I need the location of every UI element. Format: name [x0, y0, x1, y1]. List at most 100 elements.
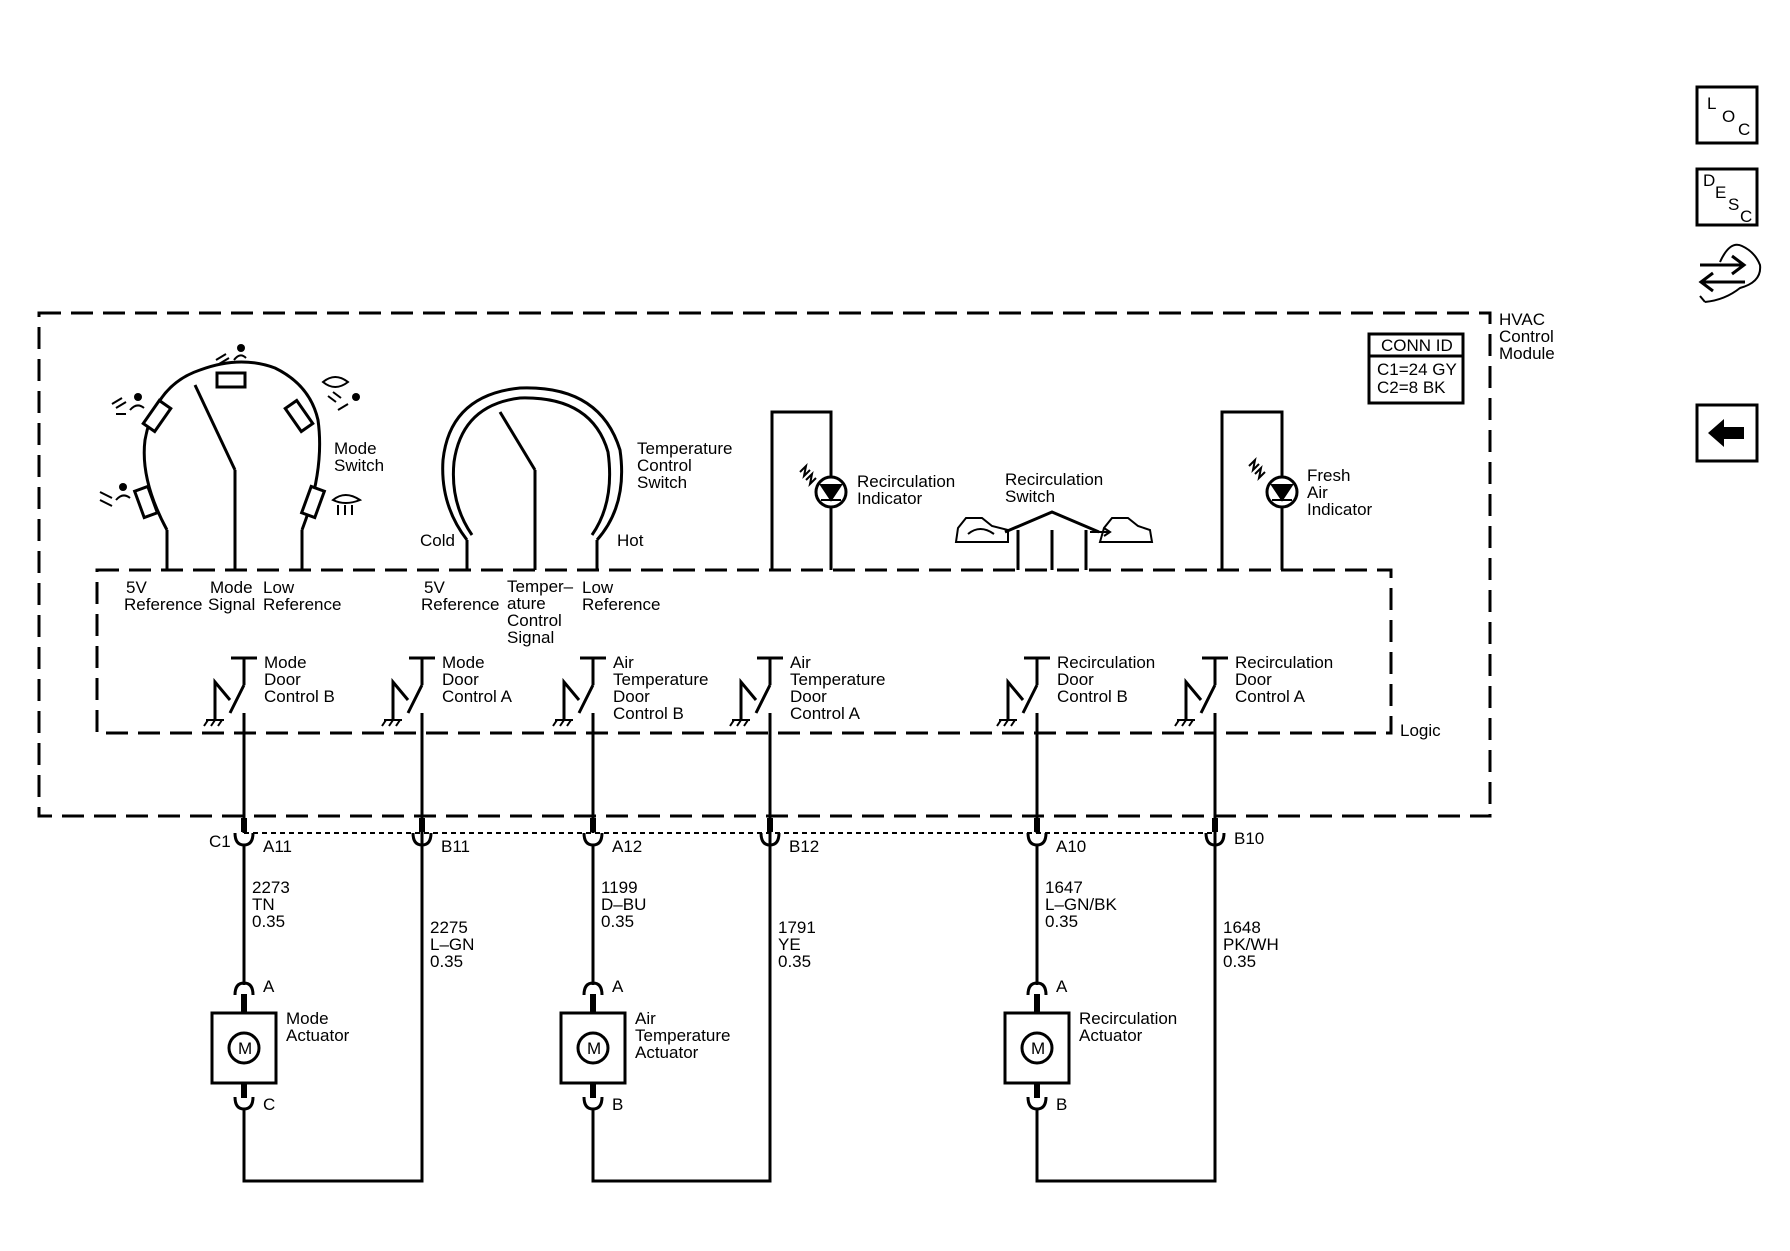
fresh-indicator-label: Indicator — [1307, 500, 1373, 519]
pin-label: B10 — [1234, 829, 1264, 848]
desc-letter: C — [1740, 207, 1752, 226]
driver-label: Door — [1057, 670, 1094, 689]
wire-color: D–BU — [601, 895, 646, 914]
pin-label: A10 — [1056, 837, 1086, 856]
actuator-label: Actuator — [635, 1043, 699, 1062]
cold-label: Cold — [420, 531, 455, 550]
driver-label: Door — [613, 687, 650, 706]
wire-gauge: 0.35 — [778, 952, 811, 971]
mode-switch-label: Mode — [334, 439, 377, 458]
driver-label: Door — [442, 670, 479, 689]
actuator-pin-label: B — [612, 1095, 623, 1114]
actuator-label: Temperature — [635, 1026, 730, 1045]
mode-switch — [99, 344, 363, 570]
loc-letter: O — [1722, 107, 1735, 126]
terminal-label: 5V — [424, 578, 445, 597]
driver-label: Door — [1235, 670, 1272, 689]
actuator-pin-label: A — [1056, 977, 1068, 996]
terminal-label: Mode — [210, 578, 253, 597]
wire-gauge: 0.35 — [601, 912, 634, 931]
recirc-indicator-label: Recirculation — [857, 472, 955, 491]
loc-button[interactable]: L O C — [1695, 85, 1759, 145]
terminal-label: Control — [507, 611, 562, 630]
wire-circuit: 2275 — [430, 918, 468, 937]
vent-mode-icon — [215, 344, 247, 365]
loc-letter: C — [1738, 120, 1750, 139]
defrost-floor-mode-icon — [321, 376, 360, 411]
terminal-label: Reference — [582, 595, 660, 614]
wire-gauge: 0.35 — [1223, 952, 1256, 971]
wire-gauge: 0.35 — [430, 952, 463, 971]
desc-letter: S — [1728, 195, 1739, 214]
actuator-label: Recirculation — [1079, 1009, 1177, 1028]
driver-label: Air — [613, 653, 634, 672]
module-name: Module — [1499, 344, 1555, 363]
swap-hand-icon[interactable] — [1698, 243, 1762, 303]
light-emission-icon — [799, 462, 817, 488]
ground-icon — [552, 719, 573, 727]
recirculation-switch — [954, 510, 1154, 570]
floor-mode-icon — [99, 483, 131, 507]
actuator-pin-label: A — [612, 977, 624, 996]
terminal-label: Signal — [208, 595, 255, 614]
recirc-air-icon — [954, 517, 1009, 543]
driver-label: Recirculation — [1057, 653, 1155, 672]
terminal-label: Reference — [421, 595, 499, 614]
wire-gauge: 0.35 — [252, 912, 285, 931]
terminal-label: 5V — [126, 578, 147, 597]
wire-circuit: 1791 — [778, 918, 816, 937]
ground-icon — [729, 719, 750, 727]
driver-label: Control B — [264, 687, 335, 706]
wire-circuit: 2273 — [252, 878, 290, 897]
motor-symbol: M — [1031, 1039, 1045, 1058]
mode-switch-label: Switch — [334, 456, 384, 475]
actuator-pin-label: C — [263, 1095, 275, 1114]
fresh-air-icon — [1090, 517, 1154, 543]
logic-boundary — [95, 568, 1393, 735]
terminal-label: Temper– — [507, 577, 574, 596]
fresh-air-indicator — [1220, 410, 1299, 570]
wire-color: L–GN — [430, 935, 474, 954]
driver-label: Air — [790, 653, 811, 672]
recirc-actuator-return-wire — [1035, 833, 1217, 1183]
wire-color: L–GN/BK — [1045, 895, 1117, 914]
driver-label: Control A — [442, 687, 513, 706]
loc-letter: L — [1707, 94, 1716, 113]
driver-label: Control A — [1235, 687, 1306, 706]
pin-label: A12 — [612, 837, 642, 856]
fresh-indicator-label: Fresh — [1307, 466, 1350, 485]
back-arrow-button[interactable] — [1695, 403, 1759, 463]
module-name: Control — [1499, 327, 1554, 346]
desc-button[interactable]: D E S C — [1695, 167, 1759, 227]
actuators: AMCModeActuatorAMBAirTemperatureActuator… — [210, 845, 1177, 1114]
connector-pins: A11 B11 A12 B12 A10 B10 — [233, 818, 1264, 856]
pin-label: B11 — [441, 837, 470, 856]
conn-id-line: C1=24 GY — [1377, 360, 1457, 379]
driver-label: Mode — [442, 653, 485, 672]
actuator-label: Actuator — [286, 1026, 350, 1045]
temp-switch-label: Control — [637, 456, 692, 475]
pin-label: A11 — [263, 837, 292, 856]
fresh-indicator-label: Air — [1307, 483, 1328, 502]
recirculation-indicator — [770, 410, 848, 570]
terminal-label: Low — [263, 578, 295, 597]
pin-label: B12 — [789, 837, 819, 856]
mode-actuator-return-wire — [242, 833, 424, 1183]
wire-circuit: 1648 — [1223, 918, 1261, 937]
conn-id-box: CONN ID C1=24 GY C2=8 BK — [1367, 332, 1465, 405]
logic-label: Logic — [1400, 721, 1441, 740]
driver-label: Control A — [790, 704, 861, 723]
